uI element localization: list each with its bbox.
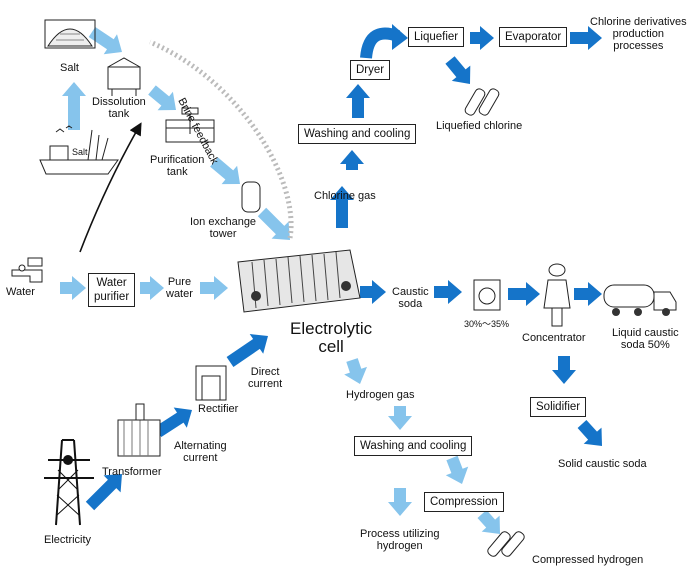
electrolytic-cell-icon [237, 249, 361, 313]
salt-ship-label: Salt [72, 147, 88, 157]
dryer-box: Dryer [350, 60, 391, 80]
liquefied-chlorine-label: Liquefied chlorine [436, 120, 523, 132]
concentrator-icon [543, 263, 571, 327]
arrow-rectifier-to-cell [226, 334, 268, 367]
direct-current-label: Direct current [248, 366, 283, 390]
purification-tank-label: Purification tank [150, 154, 205, 178]
transformer-label: Transformer [102, 466, 162, 478]
dissolution-tank-label: Dissolution tank [92, 96, 146, 120]
arrow-gauge-to-concentrator [508, 282, 540, 306]
electrolytic-cell-label: Electrolytic cell [290, 319, 373, 356]
solid-caustic-soda-label: Solid caustic soda [558, 458, 647, 470]
liquefier-box: Liquefier [408, 27, 465, 47]
chlorine-gas-label: Chlorine gas [314, 190, 376, 202]
water-to-tank-line [79, 122, 142, 253]
rectifier-icon [195, 365, 227, 401]
arrow-washing-to-compression [445, 455, 469, 484]
hydrogen-gas-label: Hydrogen gas [346, 389, 415, 401]
arrow-liquefier-to-cylinders [445, 56, 471, 84]
arrow-chlorine-to-washing [340, 150, 364, 170]
rectifier-label: Rectifier [198, 403, 239, 415]
washing-cooling-chlorine-box: Washing and cooling [298, 124, 417, 144]
washing-cooling-hydrogen-box: Washing and cooling [354, 436, 473, 456]
arrow-purifier-to-purewater [140, 276, 164, 300]
salt-label: Salt [60, 62, 79, 74]
chlorine-derivatives-label: Chlorine derivatives production processe… [590, 16, 687, 52]
process-utilizing-hydrogen-label: Process utilizing hydrogen [360, 528, 440, 552]
solidifier-box: Solidifier [530, 397, 587, 417]
arrow-transformer-to-rectifier [154, 407, 192, 437]
water-label: Water [6, 286, 35, 298]
arrow-liquefier-to-evaporator [470, 26, 494, 50]
ion-exchange-tower-label: Ion exchange tower [190, 216, 257, 240]
ion-exchange-tower-icon [241, 181, 261, 213]
liquefied-chlorine-cylinders-icon [464, 88, 500, 116]
concentration-range-label: 30%〜35% [464, 319, 510, 329]
arrow-hydrogen-to-washing [388, 406, 412, 430]
evaporator-box: Evaporator [499, 27, 568, 47]
caustic-soda-label: Caustic soda [392, 286, 429, 310]
arrow-cell-to-hydrogen [344, 358, 367, 384]
arrow-water-to-purifier [60, 276, 86, 300]
concentrator-label: Concentrator [522, 332, 586, 344]
arrow-ship-to-dissolution [62, 82, 86, 130]
compressed-hydrogen-label: Compressed hydrogen [532, 554, 644, 566]
alternating-current-label: Alternating current [174, 440, 227, 464]
dissolution-tank-icon [107, 57, 141, 96]
arrow-compression-to-cylinders [477, 510, 500, 534]
arrow-purification-to-ion [210, 157, 240, 185]
arrow-dryer-to-liquefier-head [392, 24, 408, 50]
arrow-purewater-to-cell [200, 276, 228, 300]
arrow-dissolution-to-purification [148, 85, 176, 111]
arrow-washing-to-dryer [346, 84, 370, 118]
arrow-cell-to-chlorine [330, 186, 354, 228]
pure-water-label: Pure water [166, 276, 193, 300]
salt-pile-icon [44, 19, 96, 49]
compression-box: Compression [424, 492, 504, 512]
arrow-cell-to-caustic [360, 280, 386, 304]
purification-tank-icon [165, 107, 215, 143]
arrow-evaporator-to-derivatives [570, 26, 602, 50]
caustic-gauge-icon [473, 279, 501, 311]
arrow-electricity-to-transformer [85, 474, 122, 511]
water-tap-icon [11, 257, 43, 283]
compressed-hydrogen-cylinders-icon [487, 531, 525, 557]
arrow-solidifier-to-solid [577, 420, 602, 446]
liquid-caustic-soda-label: Liquid caustic soda 50% [612, 327, 679, 351]
transformer-icon [117, 403, 161, 457]
arrow-concentrator-to-truck [574, 282, 602, 306]
water-purifier-box: Water purifier [88, 273, 136, 307]
arrow-concentrator-to-solidifier [552, 356, 576, 384]
salt-ship-icon [39, 125, 119, 175]
arrow-salt-to-dissolution [88, 27, 122, 55]
tanker-truck-icon [603, 284, 677, 316]
electricity-label: Electricity [44, 534, 92, 546]
arrow-ion-to-cell [257, 207, 290, 240]
arrow-caustic-to-gauge [434, 280, 462, 304]
arrow-washing-to-process [388, 488, 412, 516]
power-tower-icon [44, 439, 94, 526]
